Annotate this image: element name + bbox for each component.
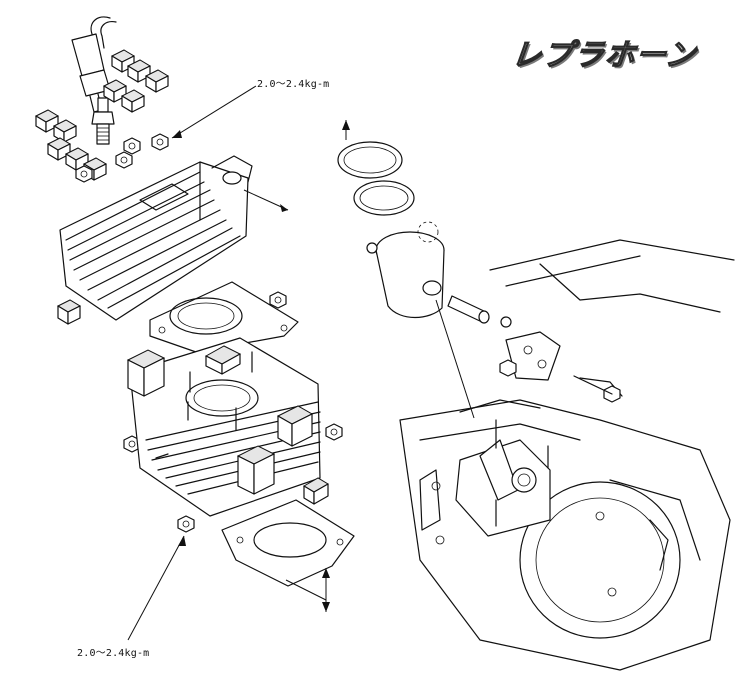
head-gasket — [149, 281, 299, 353]
spark-plug-cap — [71, 16, 117, 113]
cylinder — [126, 337, 329, 517]
brand-logo: レプラホーン — [509, 37, 698, 73]
damper — [64, 147, 90, 171]
damper — [34, 109, 60, 133]
spark-plug — [91, 97, 115, 145]
fin-dampers — [34, 49, 170, 325]
piston-rings — [337, 120, 415, 216]
damper — [56, 299, 82, 325]
damper — [110, 49, 136, 73]
torque-callout-top: 2.0〜2.4kg-m — [257, 79, 330, 90]
torque-callout-bottom: 2.0〜2.4kg-m — [77, 648, 150, 659]
piston — [366, 221, 445, 318]
base-gasket — [221, 499, 355, 612]
torque-leaders — [127, 85, 257, 641]
cylinder-head — [59, 155, 289, 321]
damper — [52, 119, 78, 143]
damper — [126, 59, 152, 83]
piston-pin — [435, 295, 512, 419]
damper — [120, 89, 146, 113]
crankcase — [399, 239, 735, 671]
damper — [144, 69, 170, 93]
damper — [102, 79, 128, 103]
